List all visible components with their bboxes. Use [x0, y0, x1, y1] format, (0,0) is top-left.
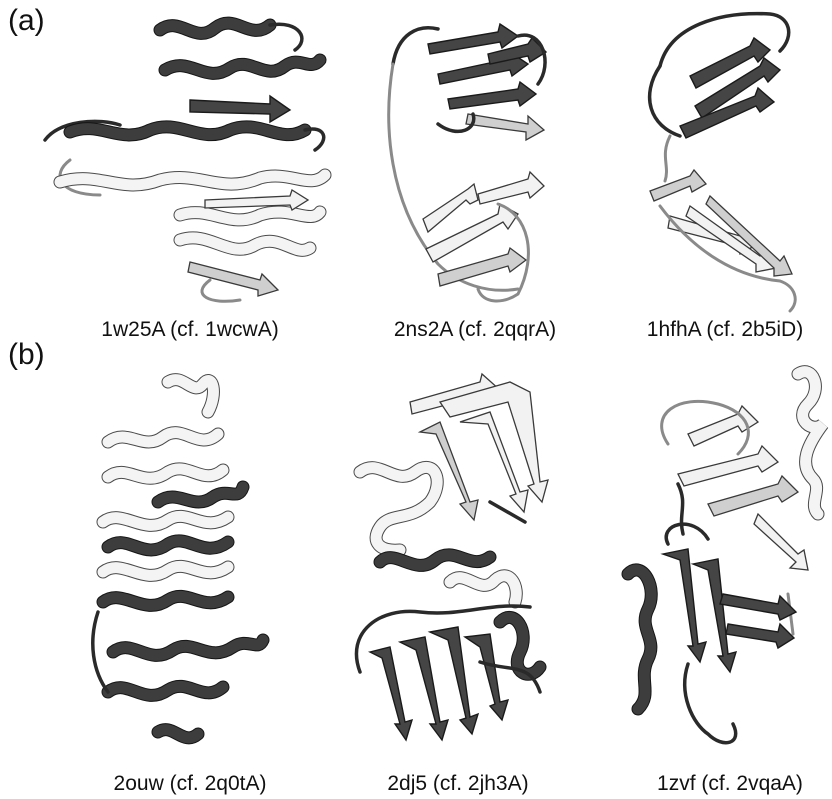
- light-domain: [650, 170, 795, 311]
- panel-b-label: (b): [8, 340, 45, 370]
- caption-2dj5: 2dj5 (cf. 2jh3A): [348, 772, 568, 796]
- caption-1zvf: 1zvf (cf. 2vqaA): [630, 772, 830, 796]
- light-domain: [423, 172, 544, 301]
- caption-1w25A: 1w25A (cf. 1wcwA): [80, 318, 300, 342]
- protein-structure-2ouw: [88, 372, 288, 762]
- protein-structure-2ns2A: [378, 4, 578, 314]
- protein-structure-1zvf: [608, 364, 832, 764]
- light-domain: [360, 374, 548, 602]
- dark-domain: [393, 24, 546, 140]
- light-domain: [60, 160, 325, 301]
- caption-2ouw: 2ouw (cf. 2q0tA): [90, 772, 290, 796]
- dark-domain: [93, 487, 263, 738]
- protein-structure-2dj5: [340, 362, 570, 762]
- dark-domain: [356, 502, 540, 740]
- protein-structure-1w25A: [40, 0, 340, 310]
- caption-2ns2A: 2ns2A (cf. 2qqrA): [370, 318, 580, 342]
- dark-domain: [650, 14, 789, 138]
- dark-domain: [45, 23, 324, 150]
- dark-domain: [628, 484, 796, 743]
- caption-1hfhA: 1hfhA (cf. 2b5iD): [620, 318, 830, 342]
- protein-structure-1hfhA: [630, 6, 820, 316]
